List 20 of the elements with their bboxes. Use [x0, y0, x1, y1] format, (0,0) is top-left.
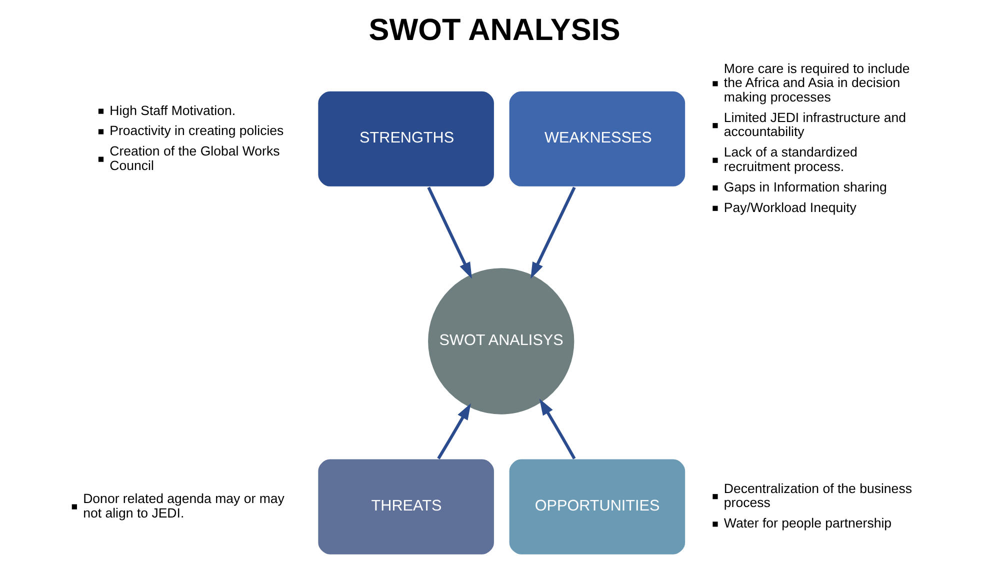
- node-label: Gaps in Information sharing: [723, 179, 886, 194]
- diagram-title: SWOT ANALYSIS: [368, 12, 620, 47]
- arrow: [530, 186, 576, 279]
- arrow: [426, 186, 472, 279]
- node-label: Creation of the Global Works Council: [109, 144, 280, 173]
- node-label: High Staff Motivation.: [109, 102, 236, 118]
- arrow: [436, 403, 470, 460]
- node-box: STRENGTHS: [316, 90, 494, 188]
- node-label: Water for people partnership: [723, 516, 892, 531]
- node-label: Donor related agenda may or may not align to JEDI.: [82, 491, 284, 520]
- node-label: Decentralization of the business process: [723, 480, 912, 510]
- node-box: OPPORTUNITIES: [508, 458, 686, 556]
- node-label: Pay/Workload Inequity: [723, 200, 856, 215]
- node-box: THREATS: [316, 458, 494, 556]
- node-label: More care is required to include the Africa and Asia in decision making processes: [723, 60, 910, 104]
- node-label: Lack of a standardized recruitment process.: [723, 144, 857, 174]
- node-label: Limited JEDI infrastructure and accountability: [723, 110, 906, 140]
- node-label: Proactivity in creating policies: [109, 123, 284, 138]
- arrow: [538, 398, 576, 460]
- node-box: WEAKNESSES: [508, 90, 686, 188]
